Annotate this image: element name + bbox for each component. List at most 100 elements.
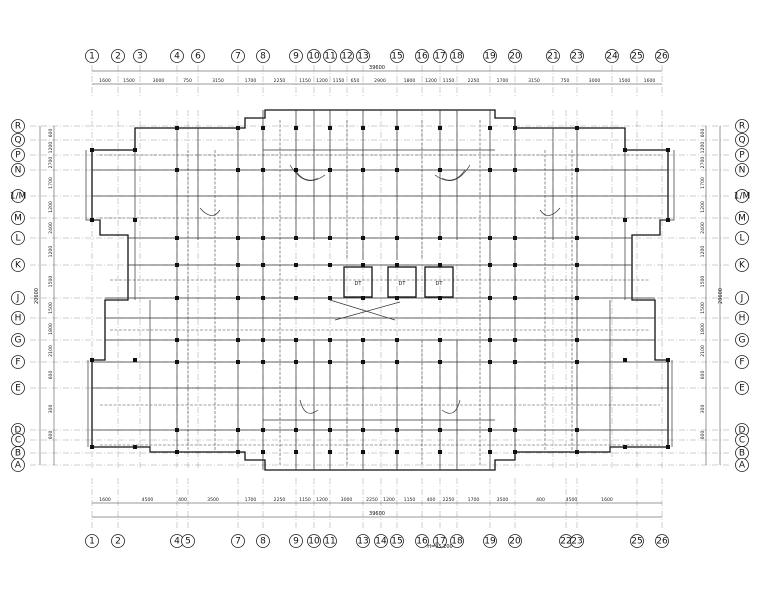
- axis-bubble-K: K: [735, 258, 749, 272]
- column: [438, 360, 442, 364]
- axis-bubble-2: 2: [111, 49, 125, 63]
- column: [361, 428, 365, 432]
- column: [294, 338, 298, 342]
- axis-bubble-G: G: [11, 333, 25, 347]
- axis-bubble-13: 13: [356, 49, 370, 63]
- axis-bubble-R: R: [11, 119, 25, 133]
- column: [294, 428, 298, 432]
- column: [328, 296, 332, 300]
- axis-bubble-H: H: [11, 311, 25, 325]
- column: [438, 168, 442, 172]
- axis-bubble-R: R: [735, 119, 749, 133]
- svg-text:23: 23: [571, 537, 582, 547]
- dim-bottom: 1700: [468, 497, 480, 503]
- axis-bubble-9: 9: [289, 534, 303, 548]
- axis-bubble-C: C: [735, 433, 749, 447]
- svg-text:26: 26: [656, 537, 668, 547]
- column: [361, 450, 365, 454]
- svg-text:12: 12: [341, 52, 352, 62]
- column: [294, 360, 298, 364]
- column: [513, 236, 517, 240]
- column: [361, 126, 365, 130]
- column: [294, 126, 298, 130]
- dim-top: 1600: [99, 78, 111, 84]
- column: [513, 296, 517, 300]
- dim-top: 3150: [212, 78, 224, 84]
- axis-bubble-1-M: 1/M: [734, 189, 750, 203]
- axis-bubble-L: L: [735, 231, 749, 245]
- svg-text:8: 8: [260, 52, 266, 62]
- column: [133, 148, 137, 152]
- axis-bubble-Q: Q: [735, 133, 749, 147]
- dim-top: 1800: [404, 78, 416, 84]
- dim-top: 3150: [528, 78, 540, 84]
- column: [395, 168, 399, 172]
- dim-bottom: 4500: [142, 497, 154, 503]
- elevator-label-1: DT: [355, 281, 363, 287]
- column: [513, 428, 517, 432]
- axis-bubble-23: 23: [570, 49, 584, 63]
- svg-text:4: 4: [174, 52, 180, 62]
- column: [623, 445, 627, 449]
- svg-text:23: 23: [571, 52, 582, 62]
- axis-bubble-1: 1: [85, 534, 99, 548]
- column: [438, 338, 442, 342]
- dim-top: 1500: [619, 78, 631, 84]
- svg-text:7: 7: [235, 52, 241, 62]
- dim-bottom: 4500: [566, 497, 578, 503]
- svg-text:25: 25: [631, 537, 642, 547]
- svg-text:25: 25: [631, 52, 642, 62]
- column: [133, 445, 137, 449]
- axis-bubble-20: 20: [508, 49, 522, 63]
- building-structure: DT DT DT: [85, 109, 675, 471]
- column: [438, 296, 442, 300]
- svg-text:P: P: [739, 151, 745, 161]
- svg-text:16: 16: [416, 537, 428, 547]
- axis-bubble-17: 17: [433, 49, 447, 63]
- svg-text:K: K: [15, 261, 22, 271]
- column: [513, 450, 517, 454]
- svg-text:D: D: [739, 426, 746, 436]
- dim-right: 300: [700, 405, 706, 414]
- svg-text:13: 13: [357, 52, 368, 62]
- dim-bottom: 2250: [443, 497, 455, 503]
- column: [261, 338, 265, 342]
- axis-bubble-24: 24: [605, 49, 619, 63]
- dim-right: 2100: [700, 345, 706, 357]
- dim-left: 600: [48, 371, 54, 380]
- column: [175, 263, 179, 267]
- dim-bottom-total: 39600: [369, 511, 385, 517]
- axis-bubble-H: H: [735, 311, 749, 325]
- column: [623, 218, 627, 222]
- svg-text:13: 13: [357, 537, 368, 547]
- column: [294, 296, 298, 300]
- stair-right-bottom: [441, 399, 461, 414]
- svg-text:G: G: [15, 336, 22, 346]
- dim-bottom: 1600: [601, 497, 613, 503]
- column: [294, 263, 298, 267]
- dim-top: 1700: [497, 78, 509, 84]
- column: [575, 296, 579, 300]
- axis-bubble-8: 8: [256, 534, 270, 548]
- column: [575, 428, 579, 432]
- dim-top: 1150: [299, 78, 311, 84]
- column: [175, 360, 179, 364]
- column: [328, 360, 332, 364]
- svg-text:M: M: [14, 214, 22, 224]
- svg-text:17: 17: [434, 537, 445, 547]
- axis-bubble-N: N: [11, 163, 25, 177]
- column: [294, 450, 298, 454]
- svg-text:E: E: [15, 384, 21, 394]
- svg-text:B: B: [15, 449, 21, 459]
- column: [294, 236, 298, 240]
- axis-bubble-M: M: [735, 211, 749, 225]
- dim-bottom: 1150: [299, 497, 311, 503]
- column: [395, 450, 399, 454]
- svg-text:18: 18: [451, 52, 463, 62]
- axis-bubble-3: 3: [133, 49, 147, 63]
- column: [261, 263, 265, 267]
- svg-text:C: C: [739, 436, 745, 446]
- axis-bubble-7: 7: [231, 534, 245, 548]
